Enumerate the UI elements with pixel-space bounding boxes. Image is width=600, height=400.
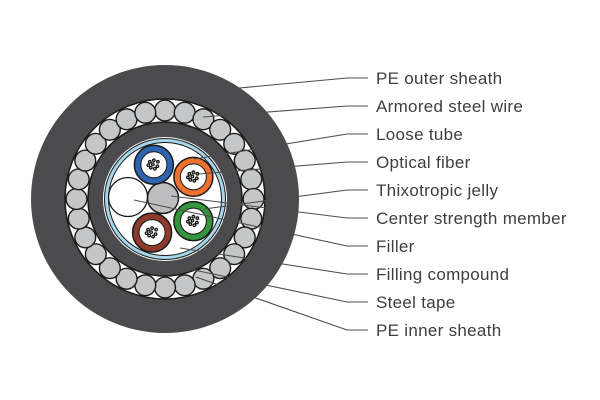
label-thixotropic-jelly: Thixotropic jelly xyxy=(376,181,498,200)
leader-line-pe-inner-sheath xyxy=(195,276,368,331)
optical-fiber-core xyxy=(187,221,189,223)
armored-steel-wire xyxy=(84,132,107,155)
optical-fiber-core xyxy=(151,227,153,229)
armored-steel-wire xyxy=(173,274,196,297)
optical-fiber-core xyxy=(152,236,154,238)
label-loose-tube: Loose tube xyxy=(376,125,463,144)
armored-steel-wire xyxy=(173,101,196,124)
optical-fiber-core xyxy=(192,171,194,173)
optical-fiber-core xyxy=(148,235,150,237)
optical-fiber-core xyxy=(157,161,159,163)
leader-line-center-strength-member xyxy=(170,195,368,219)
optical-fiber-core xyxy=(150,167,152,169)
optical-fiber-core xyxy=(188,217,190,219)
optical-fiber-core xyxy=(150,231,152,233)
armored-steel-wire xyxy=(115,108,138,131)
armored-steel-wire xyxy=(67,207,90,230)
armored-steel-wire xyxy=(98,257,121,280)
label-optical-fiber: Optical fiber xyxy=(376,153,471,172)
armored-steel-wire xyxy=(98,118,121,141)
optical-fiber-core xyxy=(187,176,189,178)
armored-steel-wire xyxy=(240,207,263,230)
armored-steel-wire xyxy=(65,187,88,211)
leader-line-filling-compound xyxy=(179,247,368,275)
optical-fiber-core xyxy=(188,173,190,175)
optical-fiber-core xyxy=(196,217,198,219)
label-armored-steel-wire: Armored steel wire xyxy=(376,97,523,116)
leader-line-loose-tube xyxy=(193,133,368,160)
armored-steel-wire xyxy=(209,257,232,280)
optical-fiber-core xyxy=(189,179,191,181)
optical-fiber-core xyxy=(193,180,195,182)
label-pe-outer-sheath: PE outer sheath xyxy=(376,69,502,88)
armored-steel-wire xyxy=(233,226,256,249)
armored-steel-wire xyxy=(192,108,215,131)
optical-fiber-core xyxy=(196,222,198,224)
optical-fiber-core xyxy=(153,159,155,161)
armored-steel-wire xyxy=(74,149,97,172)
label-center-strength-member: Center strength member xyxy=(376,209,567,228)
armored-steel-wire xyxy=(223,243,246,266)
optical-fiber-core xyxy=(189,223,191,225)
optical-fiber-core xyxy=(192,216,194,218)
optical-fiber-core xyxy=(191,175,193,177)
armored-steel-wire xyxy=(153,276,177,299)
optical-fiber-core xyxy=(196,177,198,179)
armored-steel-wire xyxy=(223,132,246,155)
optical-fiber-core xyxy=(152,163,154,165)
armored-steel-wire xyxy=(240,168,263,191)
leader-line-optical-fiber xyxy=(198,161,368,175)
armored-steel-wire xyxy=(209,118,232,141)
armored-steel-wire xyxy=(84,243,107,266)
optical-fiber-core xyxy=(154,168,156,170)
leader-line-armored-steel-wire xyxy=(202,105,368,118)
optical-fiber-core xyxy=(147,164,149,166)
leader-line-steel-tape xyxy=(150,260,368,303)
label-steel-tape: Steel tape xyxy=(376,293,456,312)
label-pe-inner-sheath: PE inner sheath xyxy=(376,321,501,340)
optical-fiber-core xyxy=(154,233,157,235)
optical-fiber-core xyxy=(149,161,151,163)
leader-line-filler xyxy=(133,199,368,247)
armored-steel-wire xyxy=(134,274,157,297)
optical-fiber-core xyxy=(155,229,157,231)
armored-steel-wire xyxy=(115,267,138,290)
armored-steel-wire xyxy=(67,168,90,191)
optical-fiber-core xyxy=(196,173,198,175)
label-filling-compound: Filling compound xyxy=(376,265,509,284)
armored-steel-wire xyxy=(233,149,256,172)
optical-fiber-core xyxy=(145,232,148,234)
leader-line-pe-outer-sheath xyxy=(195,77,368,93)
armored-steel-wire xyxy=(153,99,177,122)
filler-rod xyxy=(107,176,149,218)
label-filler: Filler xyxy=(376,237,415,256)
armored-steel-wire xyxy=(134,101,157,124)
armored-steel-wire xyxy=(74,226,97,249)
optical-fiber-core xyxy=(156,165,158,167)
optical-fiber-core xyxy=(147,229,149,231)
optical-fiber-core xyxy=(193,224,195,226)
leader-line-thixotropic-jelly xyxy=(203,189,368,210)
optical-fiber-core xyxy=(191,220,193,222)
